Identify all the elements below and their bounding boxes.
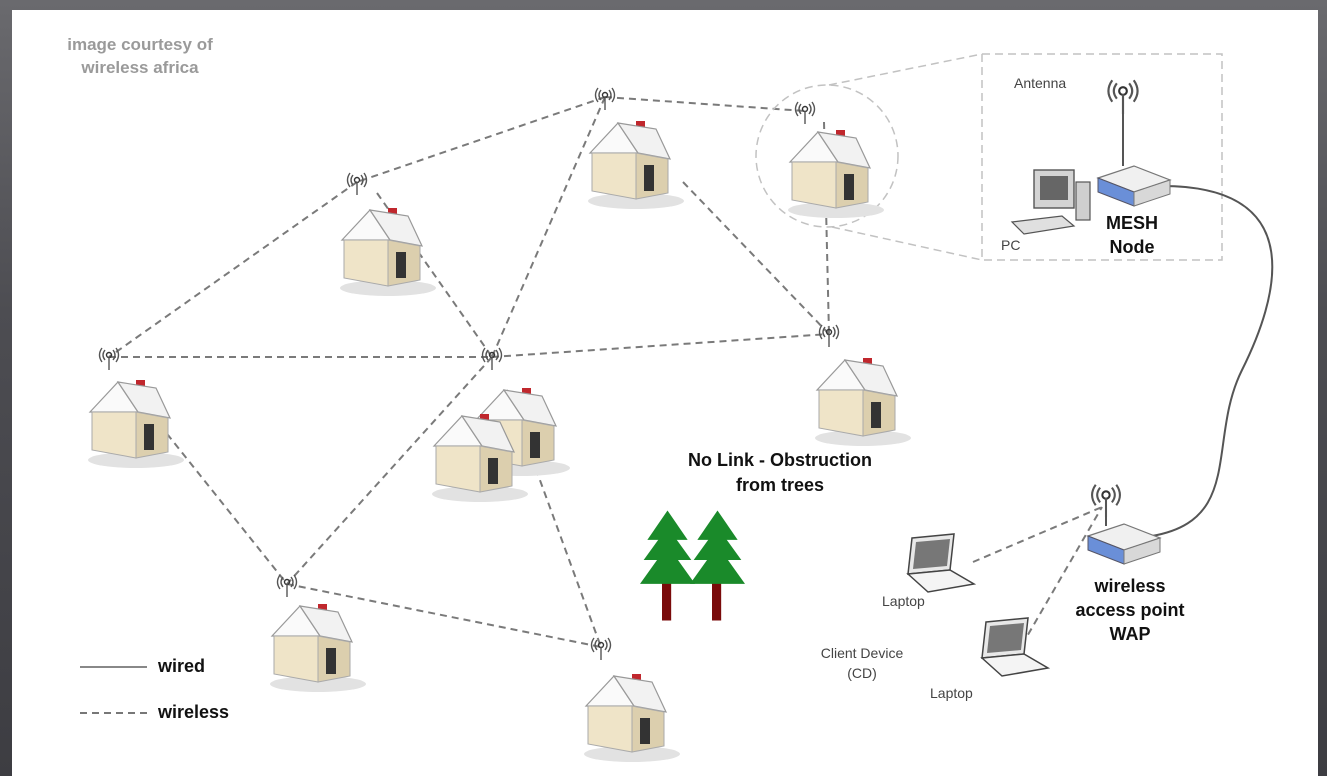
house-icon [587,120,685,210]
link-D-G [151,414,288,585]
legend: wired wireless [80,656,229,722]
house-icon [339,207,437,297]
house-icon [87,379,185,469]
client-device-label-2: (CD) [847,665,877,681]
antenna-icon [1091,483,1121,517]
link-laptop1-wap [972,506,1103,563]
wap-label-1: wireless [1093,576,1165,596]
link-laptop2-wap [1021,506,1103,646]
tree-icon [640,510,695,621]
zoom-callout [755,53,1223,261]
link-G-H [286,583,602,648]
house-icon [269,603,367,693]
house-icon [583,673,681,763]
pc-icon [1010,169,1091,235]
house-nodes [87,120,912,763]
mesh-node-label-1: MESH [1106,213,1158,233]
legend-wired-label: wired [157,656,205,676]
wap-label-2: access point [1075,600,1184,620]
laptop-label-2: Laptop [930,685,973,701]
pc-label: PC [1001,237,1020,253]
credit-line-2: wireless africa [80,58,199,77]
wired-cable [1151,184,1274,537]
antenna-icon [590,637,612,660]
diagram-canvas: image courtesy of wireless africa [12,10,1318,776]
obstruction-note: No Link - Obstruction from trees [640,450,872,621]
house-icon [814,357,912,447]
image-credit: image courtesy of wireless africa [67,35,213,77]
link-E-G [286,356,493,585]
laptop-icon [981,617,1049,677]
link-A-E [491,96,606,358]
mesh-node-detail: Antenna PC MESH Node [1001,75,1171,257]
link-E-F [491,333,830,358]
laptop-label-1: Laptop [882,593,925,609]
client-device-label-1: Client Device [821,645,904,661]
antenna-icon [481,347,503,370]
link-B-D [108,181,358,358]
link-A-C [604,96,806,112]
antenna-icon [794,101,816,124]
link-E-H [506,389,602,648]
obstruction-label-1: No Link - Obstruction [688,450,872,470]
laptop-icon [907,533,975,593]
obstruction-label-2: from trees [736,475,824,495]
link-A-B [356,96,606,183]
mesh-router-icon [1097,165,1171,207]
antenna-label: Antenna [1014,75,1066,91]
antenna-icon [1107,79,1139,114]
house-icon [787,129,885,219]
client-access: wireless access point WAP Laptop Laptop … [821,483,1185,701]
mesh-node-label-2: Node [1110,237,1155,257]
credit-line-1: image courtesy of [67,35,213,54]
tree-icon [690,510,745,621]
antenna-icon [346,172,368,195]
wap-router-icon [1087,523,1161,565]
wap-label-3: WAP [1109,624,1150,644]
link-B-E [376,192,493,358]
wireless-links [108,96,1103,648]
legend-wireless-label: wireless [157,702,229,722]
